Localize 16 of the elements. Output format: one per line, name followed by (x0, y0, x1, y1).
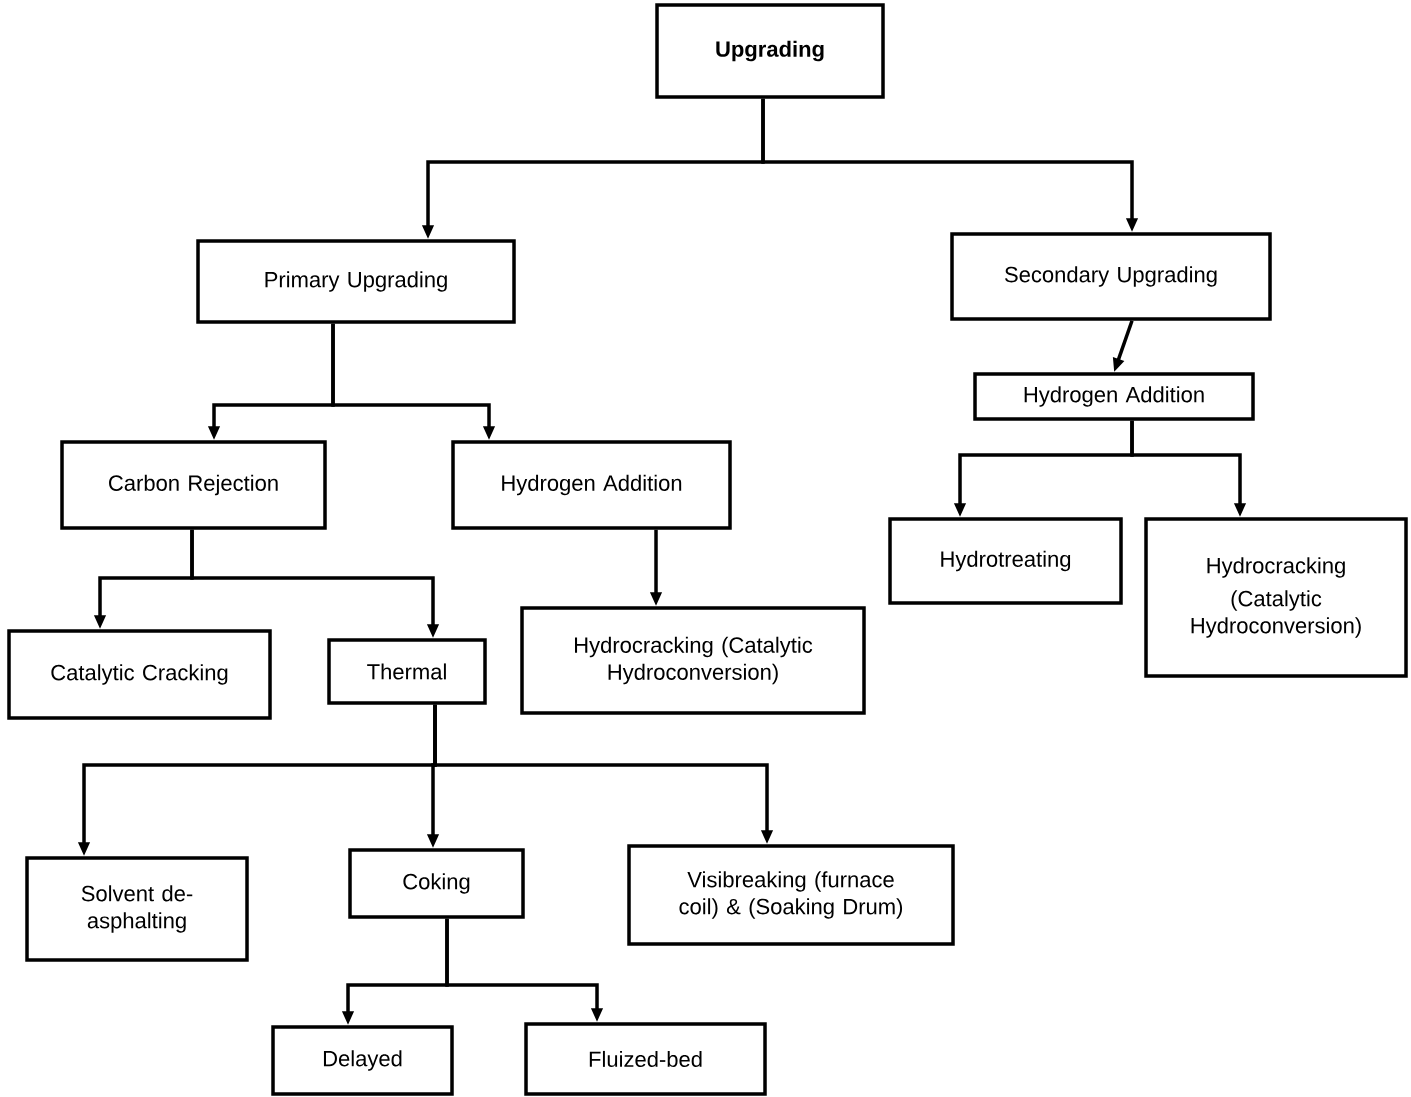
process-box: Hydrogen Addition (451, 440, 732, 530)
process-box: Coking (348, 848, 525, 919)
process-box: Catalytic Cracking (7, 629, 272, 720)
process-box: Primary Upgrading (196, 239, 516, 324)
process-box: Upgrading (655, 3, 885, 99)
process-box: Fluized-bed (524, 1022, 767, 1096)
process-box: Hydrotreating (888, 517, 1123, 605)
process-box: Hydrocracking (Catalytic Hydroconversion) (1144, 517, 1408, 678)
process-box: Hydrogen Addition (973, 372, 1255, 421)
process-box: Delayed (271, 1025, 454, 1096)
process-box: Carbon Rejection (60, 440, 327, 530)
process-box: Visibreaking (furnace coil) & (Soaking Drum) (627, 844, 955, 946)
process-box: Secondary Upgrading (950, 232, 1272, 321)
process-box: Hydrocracking (Catalytic Hydroconversion) (520, 606, 866, 715)
process-box: Thermal (327, 638, 487, 705)
process-box: Solvent de-asphalting (25, 856, 249, 962)
